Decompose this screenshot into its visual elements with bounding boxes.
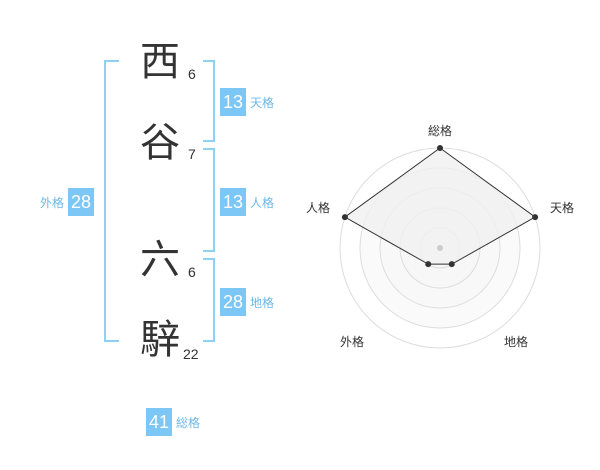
radar-point-1 — [437, 145, 443, 151]
stroke-count-3: 6 — [188, 264, 196, 280]
stroke-count-1: 6 — [188, 66, 196, 82]
radar-point-4 — [425, 261, 432, 268]
name-char-3: 六 — [140, 237, 180, 283]
chikaku-bracket — [203, 258, 215, 342]
radar-axis-label-jinkaku: 人格 — [306, 200, 330, 215]
soukaku-value: 41 — [146, 408, 173, 436]
radar-axis-label-tenkaku: 天格 — [550, 200, 574, 215]
tenkaku-value: 13 — [220, 88, 247, 116]
jinkaku-label: 人格 — [250, 195, 275, 210]
jinkaku-bracket — [203, 148, 215, 252]
jinkaku-value: 13 — [220, 188, 247, 216]
gaikaku-label: 外格 — [40, 195, 65, 210]
gaikaku-badge: 外格 28 — [40, 188, 95, 216]
name-char-2: 谷 — [140, 120, 180, 166]
gaikaku-value: 28 — [68, 188, 95, 216]
radar-point-5 — [341, 214, 348, 221]
radar-polygon — [343, 147, 537, 265]
radar-point-3 — [448, 261, 455, 268]
radar-axis-label-gaikaku: 外格 — [340, 334, 364, 349]
radar-point-2 — [532, 214, 539, 221]
chikaku-label: 地格 — [250, 295, 275, 310]
radar-axis-label-soukaku: 総格 — [428, 123, 452, 138]
name-char-1: 西 — [140, 39, 180, 85]
soukaku-badge: 41 総格 — [146, 408, 200, 436]
name-char-4: 騂 — [140, 317, 180, 363]
gaikaku-bracket — [104, 60, 119, 342]
radar-center-dot — [437, 245, 443, 251]
radar-points — [341, 145, 539, 268]
stroke-count-2: 7 — [188, 146, 196, 162]
stroke-count-4: 22 — [183, 346, 199, 362]
chikaku-badge: 28 地格 — [220, 288, 274, 316]
tenkaku-badge: 13 天格 — [220, 88, 274, 116]
tenkaku-bracket — [203, 60, 215, 142]
chikaku-value: 28 — [220, 288, 247, 316]
tenkaku-label: 天格 — [250, 95, 275, 110]
radar-axis-label-chikaku: 地格 — [504, 334, 528, 349]
jinkaku-badge: 13 人格 — [220, 188, 274, 216]
soukaku-label: 総格 — [176, 415, 201, 430]
